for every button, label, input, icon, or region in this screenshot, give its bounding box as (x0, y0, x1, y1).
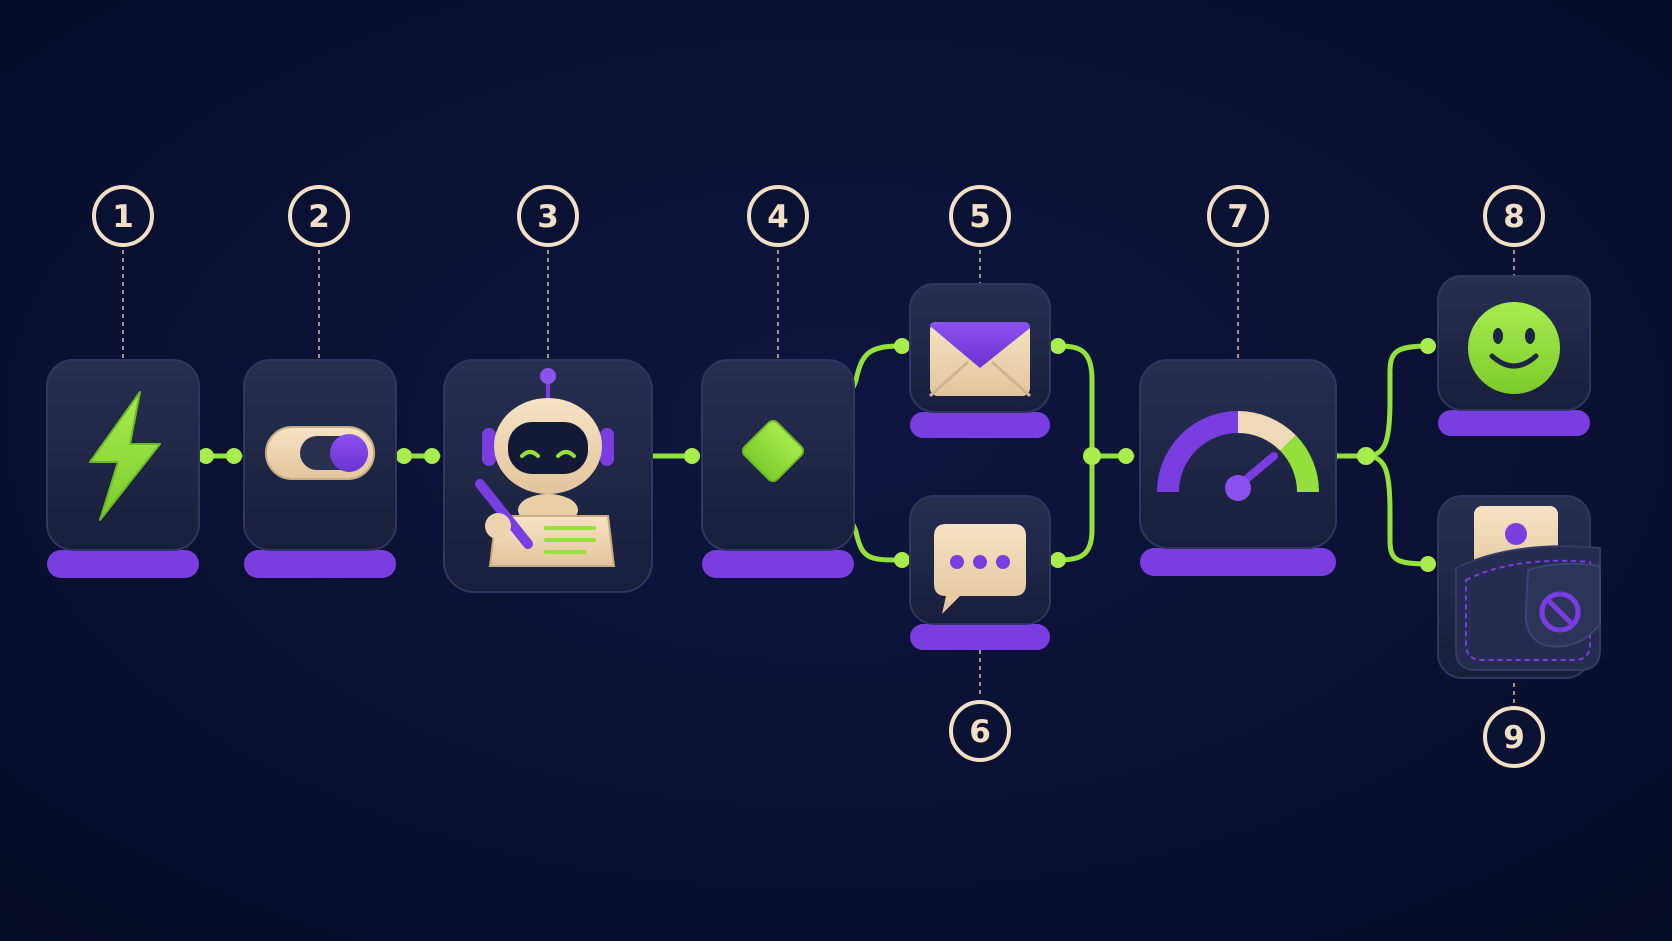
envelope-icon (928, 322, 1032, 398)
toggle-switch-icon (265, 426, 375, 480)
svg-text:3: 3 (537, 199, 559, 235)
step-node-2 (243, 359, 397, 578)
step-number-6: 6 (949, 700, 1011, 762)
step-number-3: 3 (517, 185, 579, 247)
smiley-face-icon (1468, 302, 1560, 394)
step-number-4: 4 (747, 185, 809, 247)
step-node-8 (1437, 275, 1591, 436)
step-node-9 (1437, 495, 1601, 679)
step-number-8: 8 (1483, 185, 1545, 247)
gauge-meter-icon (1157, 411, 1319, 501)
decision-diamond-icon (741, 419, 805, 483)
svg-text:1: 1 (112, 199, 134, 235)
svg-text:6: 6 (969, 714, 991, 750)
step-node-1 (46, 359, 200, 578)
lightning-bolt-icon (89, 391, 161, 521)
step-node-3 (443, 359, 653, 593)
svg-text:5: 5 (969, 199, 991, 235)
step-number-1: 1 (92, 185, 154, 247)
step-number-7: 7 (1207, 185, 1269, 247)
pocket-blocked-contact-icon (1455, 506, 1601, 671)
svg-text:4: 4 (767, 199, 789, 235)
connector-dots (198, 338, 1436, 572)
connector-split-9 (1363, 453, 1431, 567)
step-number-2: 2 (288, 185, 350, 247)
step-node-5 (909, 283, 1051, 438)
robot-writing-icon (475, 368, 616, 567)
step-node-6 (909, 495, 1051, 650)
step-number-9: 9 (1483, 706, 1545, 768)
step-node-7 (1139, 359, 1337, 576)
chat-bubble-icon (934, 524, 1026, 614)
svg-text:9: 9 (1503, 720, 1525, 756)
leader-lines (122, 250, 1515, 704)
step-node-4 (701, 359, 855, 578)
svg-text:8: 8 (1503, 199, 1525, 235)
step-number-5: 5 (949, 185, 1011, 247)
connector-split-8 (1363, 343, 1431, 459)
svg-text:7: 7 (1227, 199, 1249, 235)
svg-text:2: 2 (308, 199, 330, 235)
